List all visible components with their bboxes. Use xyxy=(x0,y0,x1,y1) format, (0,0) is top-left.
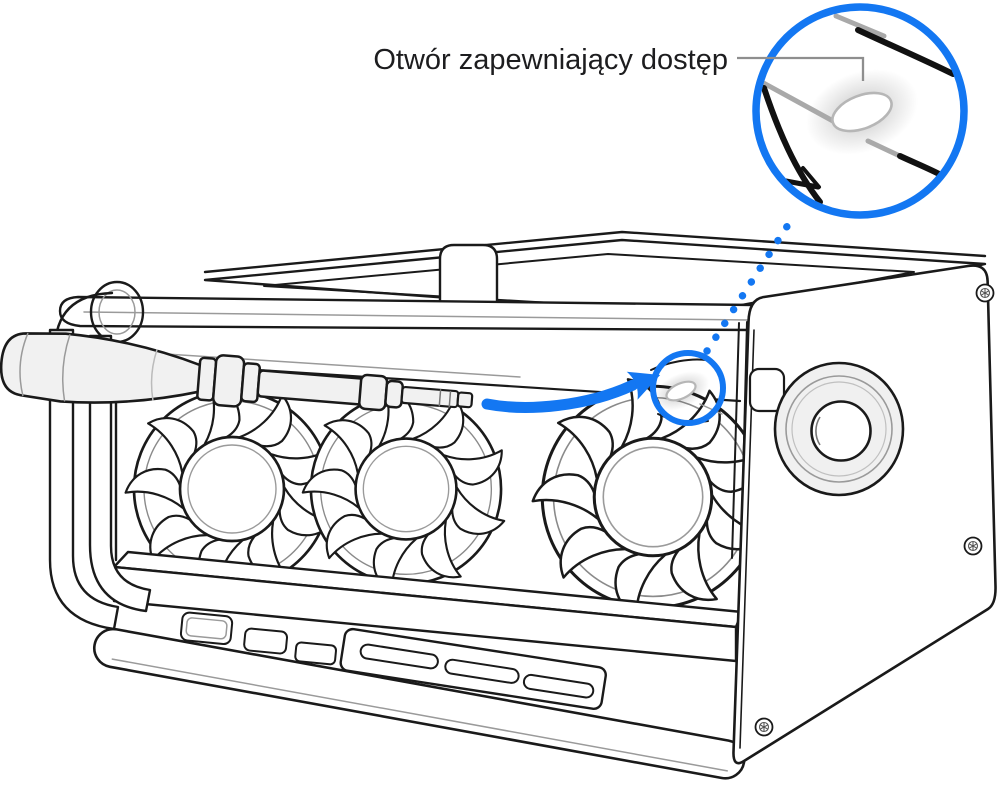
round-port xyxy=(773,361,905,497)
fan-2 xyxy=(298,382,508,594)
top-rail xyxy=(58,295,755,332)
slotted-plate xyxy=(339,627,607,710)
frame-foot-inner xyxy=(88,334,152,613)
leader-line xyxy=(737,56,865,81)
vent-cutouts xyxy=(179,611,338,666)
bottom-frame xyxy=(48,328,746,780)
port-stub xyxy=(748,367,786,413)
screw-top-right xyxy=(975,283,995,303)
callout-label: Otwór zapewniający dostęp xyxy=(373,44,728,76)
highlight-circle-small xyxy=(650,350,726,426)
annotations: Otwór zapewniający dostęp xyxy=(373,3,968,426)
handle-post xyxy=(438,243,499,308)
access-hole xyxy=(650,358,723,424)
screwdriver xyxy=(0,332,474,412)
bottom-rail xyxy=(92,627,746,780)
side-panel xyxy=(731,264,997,765)
screw-mid-right xyxy=(963,536,983,556)
screwdriver-handle xyxy=(0,332,204,404)
mac-pro-illustration xyxy=(0,230,997,780)
screw-bottom-left xyxy=(754,717,774,737)
magnifier-content xyxy=(759,13,956,205)
dotted-connector xyxy=(703,210,799,355)
magnifier-circle xyxy=(752,3,968,219)
frame-foot-outer xyxy=(48,328,120,631)
magnified-access-hole xyxy=(831,91,893,133)
arrow-icon xyxy=(481,371,661,413)
